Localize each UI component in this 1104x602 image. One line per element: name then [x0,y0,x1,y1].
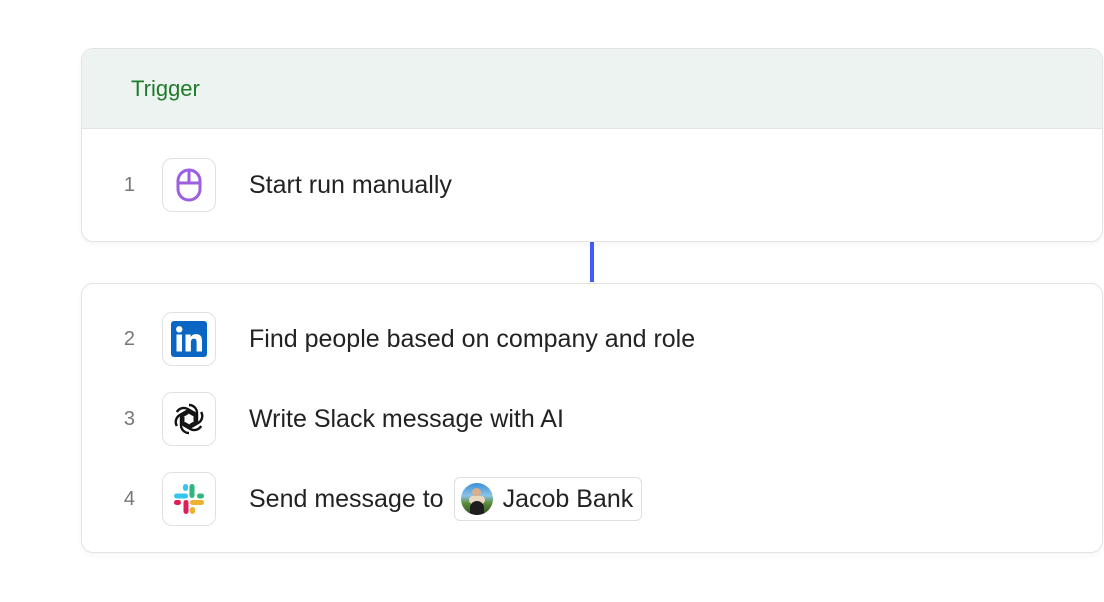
linkedin-icon [171,321,207,357]
step-number: 1 [123,173,135,196]
step-label-text: Send message to [249,484,444,513]
connector-line [590,242,594,282]
step-label: Write Slack message with AI [249,404,564,433]
recipient-chip[interactable]: Jacob Bank [453,477,643,521]
step-number: 2 [123,327,135,350]
step-4[interactable]: 4 Send message to [82,471,643,527]
step-label: Start run manually [249,170,452,199]
trigger-title: Trigger [131,75,200,101]
step-icon-box [162,312,216,366]
actions-card: 2 Find people based on company and role … [81,283,1103,553]
step-number: 4 [123,487,135,510]
step-label: Find people based on company and role [249,324,696,353]
mouse-icon [176,168,202,202]
trigger-card-header: Trigger [82,49,1102,129]
trigger-card: Trigger 1 Start run manually [81,48,1103,242]
step-1[interactable]: 1 Start run manually [82,157,452,213]
openai-icon [174,403,204,435]
step-label: Send message to Jacob Bank [249,477,643,521]
slack-icon [174,484,204,514]
user-avatar [460,483,493,515]
step-number: 3 [123,407,135,430]
step-icon-box [162,392,216,446]
recipient-name: Jacob Bank [502,484,634,513]
step-2[interactable]: 2 Find people based on company and role [82,311,695,367]
step-3[interactable]: 3 Write Slack message with AI [82,391,564,447]
step-icon-box [162,472,216,526]
step-icon-box [162,158,216,212]
